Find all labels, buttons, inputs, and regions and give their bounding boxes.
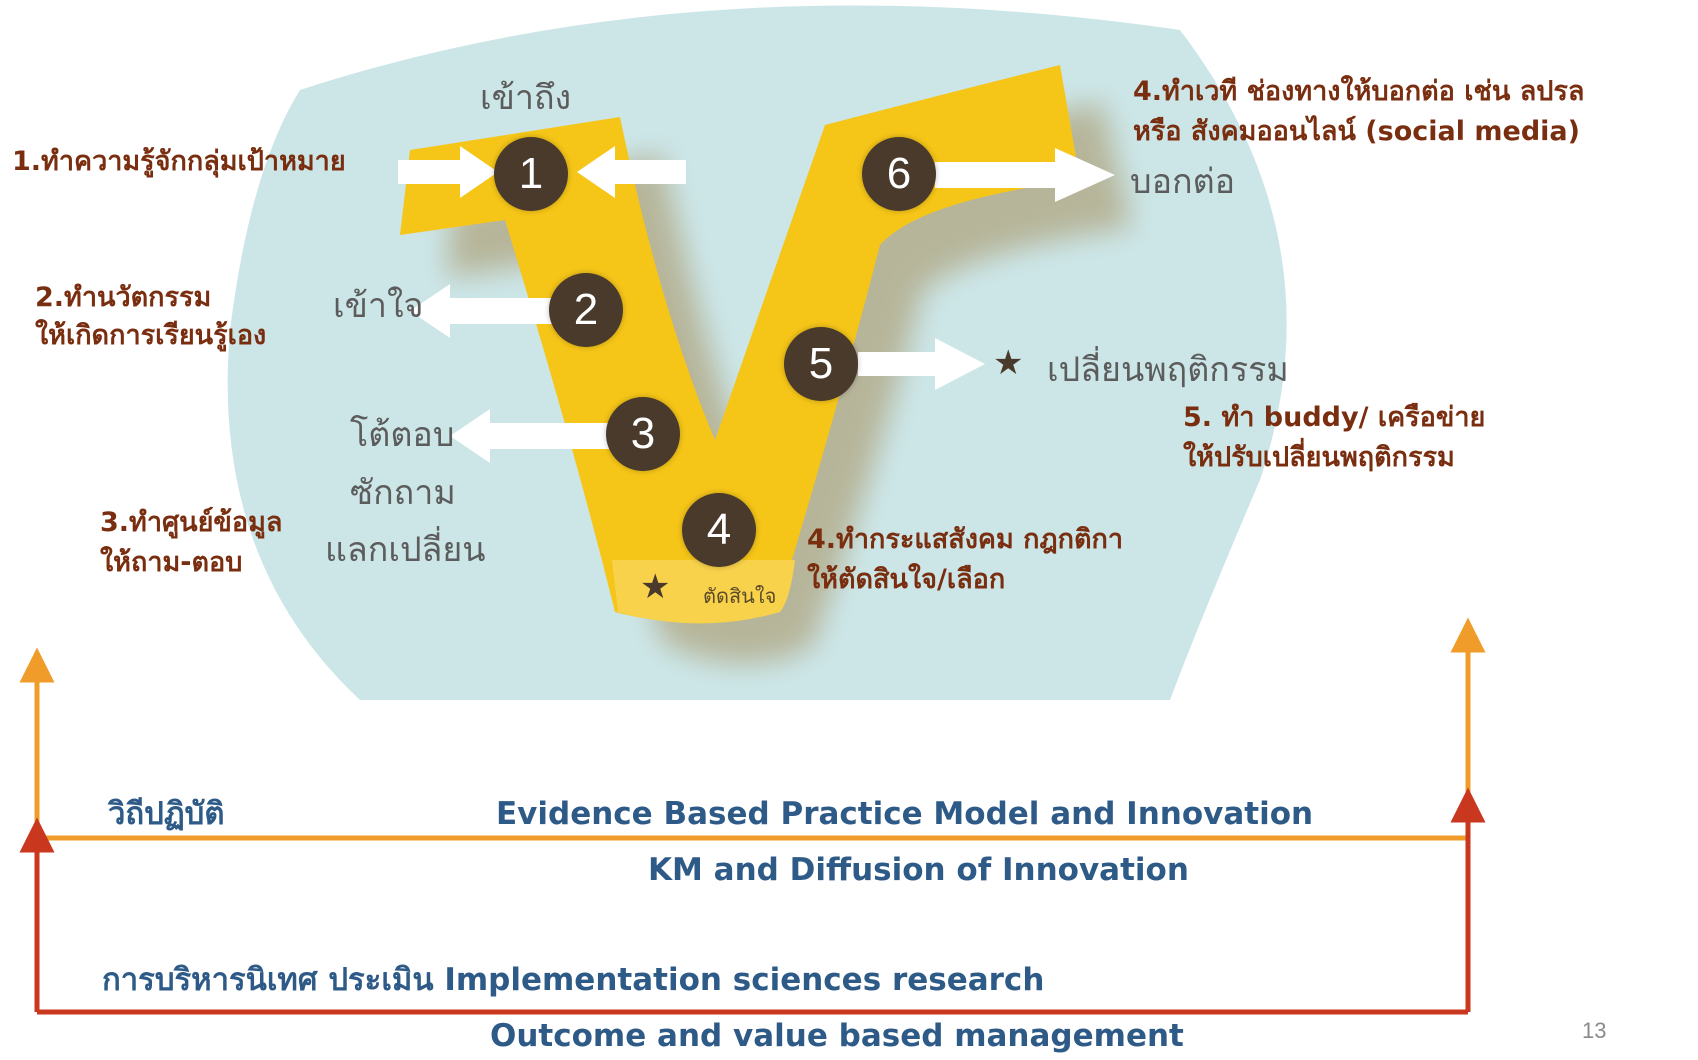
step-3-side-label-2: ซักถาม [350,473,456,513]
step-badge-6: 6 [862,137,936,211]
step-badge-2: 2 [549,273,623,347]
step-4-action-line-2: ให้ตัดสินใจ/เลือก [807,564,1006,595]
v-bottom-pad [612,560,795,624]
km-diffusion-label: KM and Diffusion of Innovation [648,852,1189,888]
outcome-label: Outcome and value based management [490,1018,1184,1054]
step-6-action-line-1: 4.ทำเวที ช่องทางให้บอกต่อ เช่น ลปรล [1133,76,1585,107]
step-1-side-label: เข้าถึง [480,78,572,118]
step-5-action-line-2: ให้ปรับเปลี่ยนพฤติกรรม [1183,442,1455,473]
step-3-side-label-1: โต้ตอบ [350,415,455,455]
step-5-action-line-1: 5. ทำ buddy/ เครือข่าย [1183,402,1486,433]
step-badge-4: 4 [682,493,756,567]
management-label: การบริหารนิเทศ ประเมิน Implementation sc… [102,962,1045,998]
step-4-action-line-1: 4.ทำกระแสสังคม กฎกติกา [807,524,1124,555]
practice-label: วิถีปฏิบัติ [108,796,225,832]
evidence-based-label: Evidence Based Practice Model and Innova… [496,796,1314,832]
step-badge-1: 1 [494,137,568,211]
step-5-side-label: เปลี่ยนพฤติกรรม [1047,350,1289,390]
step-2-action-line-1: 2.ทำนวัตกรรม [35,282,212,313]
step-6-side-label: บอกต่อ [1130,162,1236,202]
step-6-action-line-2: หรือ สังคมออนไลน์ (social media) [1133,116,1580,147]
step-badge-5: 5 [784,327,858,401]
step-2-side-label: เข้าใจ [333,286,424,326]
star-icon: ★ [993,343,1024,383]
white-arrows [398,146,1115,463]
step-4-side-label: ตัดสินใจ [703,584,777,608]
step-2-action-line-2: ให้เกิดการเรียนรู้เอง [35,320,267,351]
page-number: 13 [1582,1018,1607,1043]
step-badge-3: 3 [606,397,680,471]
red-frame [19,787,1486,1015]
star-icon: ★ [640,567,671,607]
step-1-action: 1.ทำความรู้จักกลุ่มเป้าหมาย [12,146,346,177]
step-3-side-label-3: แลกเปลี่ยน [325,530,486,570]
step-3-action-line-1: 3.ทำศูนย์ข้อมูล [100,507,283,538]
step-3-action-line-2: ให้ถาม-ตอบ [100,547,243,578]
